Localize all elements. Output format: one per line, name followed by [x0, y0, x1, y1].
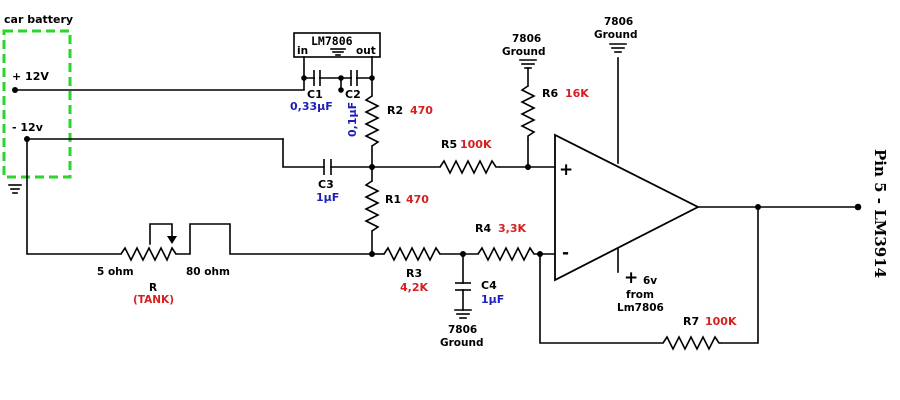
r3-value: 4,2K	[400, 281, 428, 294]
ground-amp-line1: 7806	[604, 16, 633, 28]
output-label: Pin 5 - LM3914	[871, 149, 889, 278]
capacitor-c1: C1 0,33µF	[290, 70, 333, 113]
ground-amp-line2: Ground	[594, 29, 637, 41]
junction-c2-bottom	[338, 87, 344, 93]
r1-name: R1	[385, 193, 401, 206]
c3-value: 1µF	[316, 191, 339, 204]
junction-c1-top	[301, 75, 307, 81]
junction-output	[755, 204, 761, 210]
ground-r6: 7806 Ground	[502, 33, 545, 69]
r5-value: 100K	[460, 138, 492, 151]
r6-name: R6	[542, 87, 558, 100]
battery-title: car battery	[4, 13, 73, 26]
c1-value: 0,33µF	[290, 100, 333, 113]
resistor-r4: R4 3,3K	[475, 222, 538, 262]
tank-potentiometer: 5 ohm 80 ohm R (TANK)	[97, 236, 230, 306]
junctions	[301, 75, 862, 257]
c4-name: C4	[481, 279, 497, 292]
car-battery: car battery + 12V - 12v	[2, 13, 73, 179]
junction-c2-top	[338, 75, 344, 81]
tank-right-label: 80 ohm	[186, 266, 230, 278]
capacitor-c2: C2 0,1µF	[345, 70, 361, 137]
tank-left-label: 5 ohm	[97, 266, 134, 278]
regulator-name: LM7806	[311, 34, 353, 48]
regulator-in-label: in	[297, 45, 308, 57]
tank-sub: (TANK)	[133, 294, 174, 306]
op-amp: + -	[554, 133, 700, 282]
resistor-r2: R2 470	[364, 95, 433, 147]
r1-value: 470	[406, 193, 429, 206]
ground-c4-line1: 7806	[448, 324, 477, 336]
supply-6v: + 6v from Lm7806	[617, 268, 664, 314]
wires	[14, 56, 859, 344]
junction-reg-out	[369, 75, 375, 81]
supply-value: 6v	[643, 275, 657, 287]
junction-r6-plus	[525, 164, 531, 170]
c2-name: C2	[345, 88, 361, 101]
battery-outline	[2, 29, 72, 179]
battery-plus-label: + 12V	[12, 70, 49, 83]
junction-r2-r1	[369, 164, 375, 170]
battery-minus-label: - 12v	[12, 121, 44, 134]
r5-name: R5	[441, 138, 457, 151]
r7-value: 100K	[705, 315, 737, 328]
regulator-body	[293, 32, 381, 58]
r7-name: R7	[683, 315, 699, 328]
op-amp-plus-sign: +	[559, 160, 573, 180]
op-amp-body	[554, 133, 700, 282]
c4-value: 1µF	[481, 293, 504, 306]
r4-value: 3,3K	[498, 222, 526, 235]
regulator-ground-symbol	[330, 48, 346, 56]
lm7806-regulator: LM7806 in out	[293, 32, 381, 58]
r3-name: R3	[406, 267, 422, 280]
junction-r1-bottom	[369, 251, 375, 257]
junction-c4	[460, 251, 466, 257]
c3-name: C3	[318, 178, 334, 191]
ground-c4: 7806 Ground	[440, 309, 483, 349]
c2-value: 0,1µF	[346, 102, 359, 137]
r4-name: R4	[475, 222, 491, 235]
capacitor-c3: C3 1µF	[316, 159, 339, 204]
capacitor-c4: C4 1µF	[455, 279, 504, 306]
resistor-r1: R1 470	[364, 180, 429, 232]
supply-from: from	[626, 289, 654, 301]
regulator-out-label: out	[356, 45, 376, 57]
ground-r6-line2: Ground	[502, 46, 545, 58]
ground-r6-line1: 7806	[512, 33, 541, 45]
supply-source: Lm7806	[617, 302, 664, 314]
supply-plus: +	[624, 268, 638, 288]
tank-name: R	[149, 282, 157, 294]
junction-minus-input	[537, 251, 543, 257]
resistor-r7: R7 100K	[662, 315, 737, 351]
output-terminal	[854, 203, 862, 211]
op-amp-minus-sign: -	[562, 243, 569, 263]
wiper-arrow	[167, 236, 177, 244]
r2-name: R2	[387, 104, 403, 117]
ground-amp: 7806 Ground	[594, 16, 637, 53]
resistor-r5: R5 100K	[439, 138, 500, 175]
battery-ground-symbol	[8, 184, 22, 194]
ground-c4-line2: Ground	[440, 337, 483, 349]
r2-value: 470	[410, 104, 433, 117]
r6-value: 16K	[565, 87, 589, 100]
resistor-r3: R3 4,2K	[383, 246, 441, 294]
resistor-r6: R6 16K	[520, 85, 589, 140]
c1-name: C1	[307, 88, 323, 101]
